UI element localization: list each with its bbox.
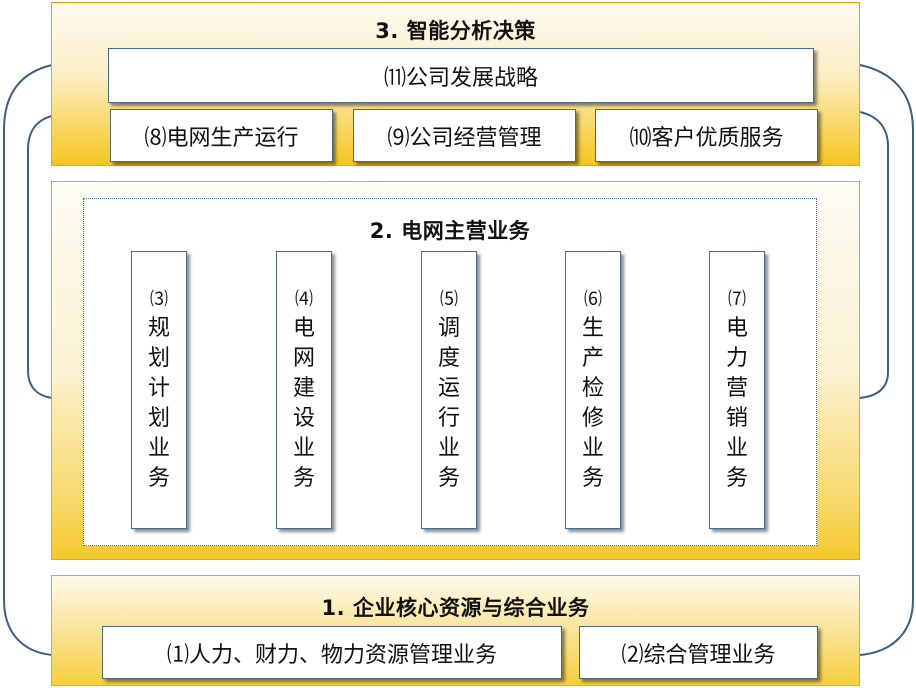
- column-char: 度: [437, 346, 460, 371]
- layer-grid-business: 2. 电网主营业务 ⑶ 规 划 计 划 业 务 ⑷ 电 网 建 设 业 务 ⑸ …: [51, 181, 860, 560]
- resource-management-box: ⑴人力、财力、物力资源管理业务: [102, 626, 562, 679]
- column-char: 业: [437, 436, 460, 461]
- column-char: 规: [147, 316, 170, 341]
- column-char: 务: [437, 466, 460, 491]
- left-outer-connector: [3, 64, 53, 656]
- column-char: 力: [725, 346, 748, 371]
- company-operation-box: ⑼公司经营管理: [353, 109, 576, 162]
- general-management-box: ⑵综合管理业务: [579, 626, 818, 679]
- column-char: 业: [147, 436, 170, 461]
- dispatch-operation-box: ⑸ 调 度 运 行 业 务: [421, 251, 477, 529]
- maintenance-business-box: ⑹ 生 产 检 修 业 务: [565, 251, 621, 529]
- strategy-box: ⑾公司发展战略: [108, 48, 814, 103]
- column-char: 产: [581, 346, 604, 371]
- column-char: 业: [725, 436, 748, 461]
- layer-core-resources: 1. 企业核心资源与综合业务 ⑴人力、财力、物力资源管理业务 ⑵综合管理业务: [51, 575, 860, 686]
- column-char: 修: [581, 406, 604, 431]
- column-char: 电: [292, 316, 315, 341]
- column-char: 划: [147, 406, 170, 431]
- column-char: 设: [292, 406, 315, 431]
- grid-business-panel: 2. 电网主营业务 ⑶ 规 划 计 划 业 务 ⑷ 电 网 建 设 业 务 ⑸ …: [83, 198, 817, 546]
- column-number: ⑶: [150, 289, 168, 310]
- column-number: ⑹: [584, 289, 602, 310]
- left-inner-connector: [27, 115, 53, 399]
- column-char: 建: [292, 376, 315, 401]
- grid-production-box: ⑻电网生产运行: [110, 109, 333, 162]
- grid-construction-box: ⑷ 电 网 建 设 业 务: [276, 251, 332, 529]
- column-number: ⑺: [728, 289, 746, 310]
- layer-title-middle: 2. 电网主营业务: [369, 219, 531, 243]
- layer-title-top: 3. 智能分析决策: [375, 19, 536, 43]
- column-char: 划: [147, 346, 170, 371]
- column-char: 电: [725, 316, 748, 341]
- column-char: 调: [437, 316, 460, 341]
- layer-title-bottom: 1. 企业核心资源与综合业务: [321, 596, 590, 620]
- column-char: 行: [437, 406, 460, 431]
- column-char: 运: [437, 376, 460, 401]
- power-marketing-box: ⑺ 电 力 营 销 业 务: [709, 251, 765, 529]
- column-number: ⑷: [295, 289, 313, 310]
- column-char: 务: [581, 466, 604, 491]
- column-char: 生: [581, 316, 604, 341]
- column-char: 销: [725, 406, 748, 431]
- planning-business-box: ⑶ 规 划 计 划 业 务: [131, 251, 187, 529]
- right-inner-connector: [859, 111, 889, 399]
- customer-service-box: ⑽客户优质服务: [595, 109, 818, 162]
- column-char: 业: [581, 436, 604, 461]
- column-char: 务: [725, 466, 748, 491]
- column-char: 务: [292, 466, 315, 491]
- right-outer-connector: [859, 64, 914, 656]
- column-number: ⑸: [440, 289, 458, 310]
- column-char: 计: [147, 376, 170, 401]
- column-char: 务: [147, 466, 170, 491]
- column-char: 营: [725, 376, 748, 401]
- column-char: 网: [292, 346, 315, 371]
- layer-intelligent-analysis: 3. 智能分析决策 ⑾公司发展战略 ⑻电网生产运行 ⑼公司经营管理 ⑽客户优质服…: [51, 2, 860, 166]
- column-char: 业: [292, 436, 315, 461]
- column-char: 检: [581, 376, 604, 401]
